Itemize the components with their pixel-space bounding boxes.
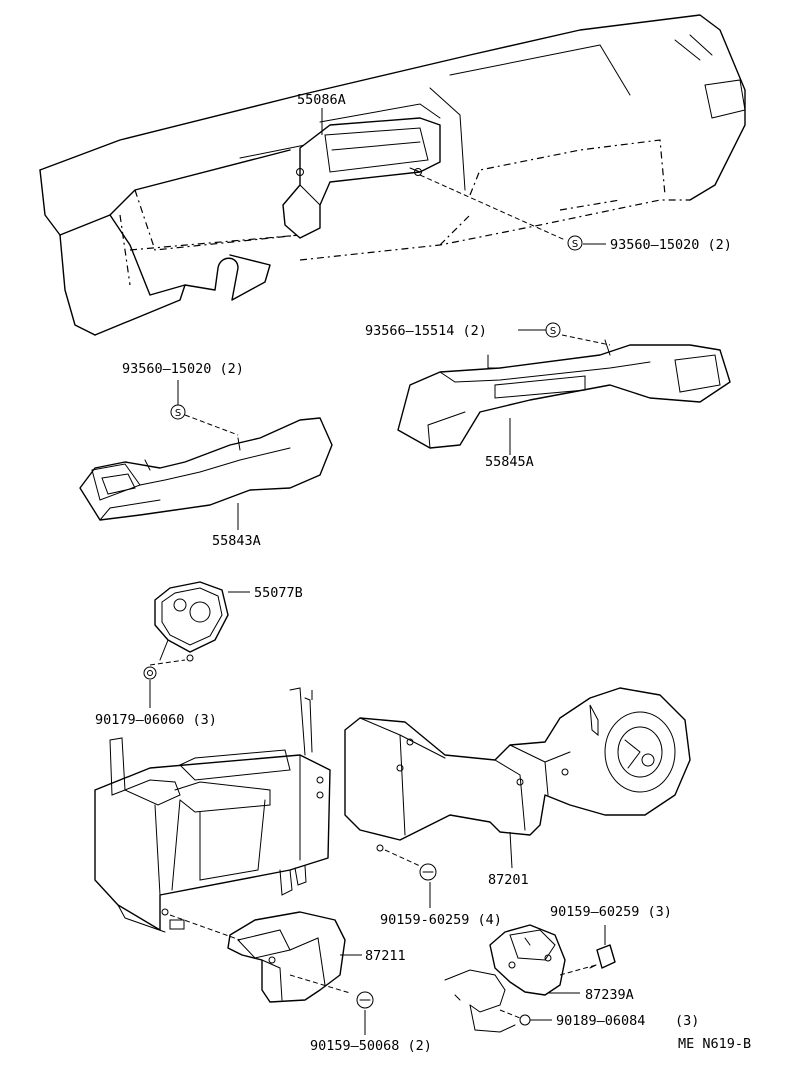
symbol-s-text: S (572, 239, 578, 250)
heater-unit (94, 687, 331, 933)
gasket-55077B (154, 581, 229, 662)
label-90159-60259-4: 90159-60259 (4) (380, 912, 502, 928)
label-87211: 87211 (365, 948, 406, 964)
symbol-s-right: S (545, 322, 561, 338)
label-93560-15020-upper: 93560–15020 (2) (610, 237, 732, 253)
center-duct-55086A (282, 117, 441, 239)
label-55845A: 55845A (485, 454, 534, 470)
label-90159-60259-3: 90159–60259 (3) (550, 904, 672, 920)
label-87239A: 87239A (585, 987, 634, 1003)
label-55086A: 55086A (297, 92, 346, 108)
duct-87211 (227, 911, 346, 1003)
left-duct-55843A (79, 417, 333, 521)
label-90179-06060: 90179–06060 (3) (95, 712, 217, 728)
label-55843A: 55843A (212, 533, 261, 549)
right-duct-55845A (397, 339, 731, 449)
blower-case-87201 (344, 687, 691, 852)
diagram-code: ME N619-B (678, 1036, 751, 1052)
label-93560-15020-left: 93560–15020 (2) (122, 361, 244, 377)
label-87201: 87201 (488, 872, 529, 888)
label-90189-06084: 90189–06084 (556, 1013, 645, 1029)
servo-motor-87239A (444, 924, 566, 1033)
label-93566-15514: 93566–15514 (2) (365, 323, 487, 339)
label-90189-06084-qty: (3) (675, 1013, 699, 1029)
label-55077B: 55077B (254, 585, 303, 601)
symbol-s-text: S (175, 408, 181, 419)
symbol-s-upper: S (567, 235, 583, 251)
symbol-s-text: S (550, 326, 556, 337)
label-90159-50068: 90159–50068 (2) (310, 1038, 432, 1054)
instrument-panel (39, 14, 746, 336)
symbol-s-left: S (170, 404, 186, 420)
